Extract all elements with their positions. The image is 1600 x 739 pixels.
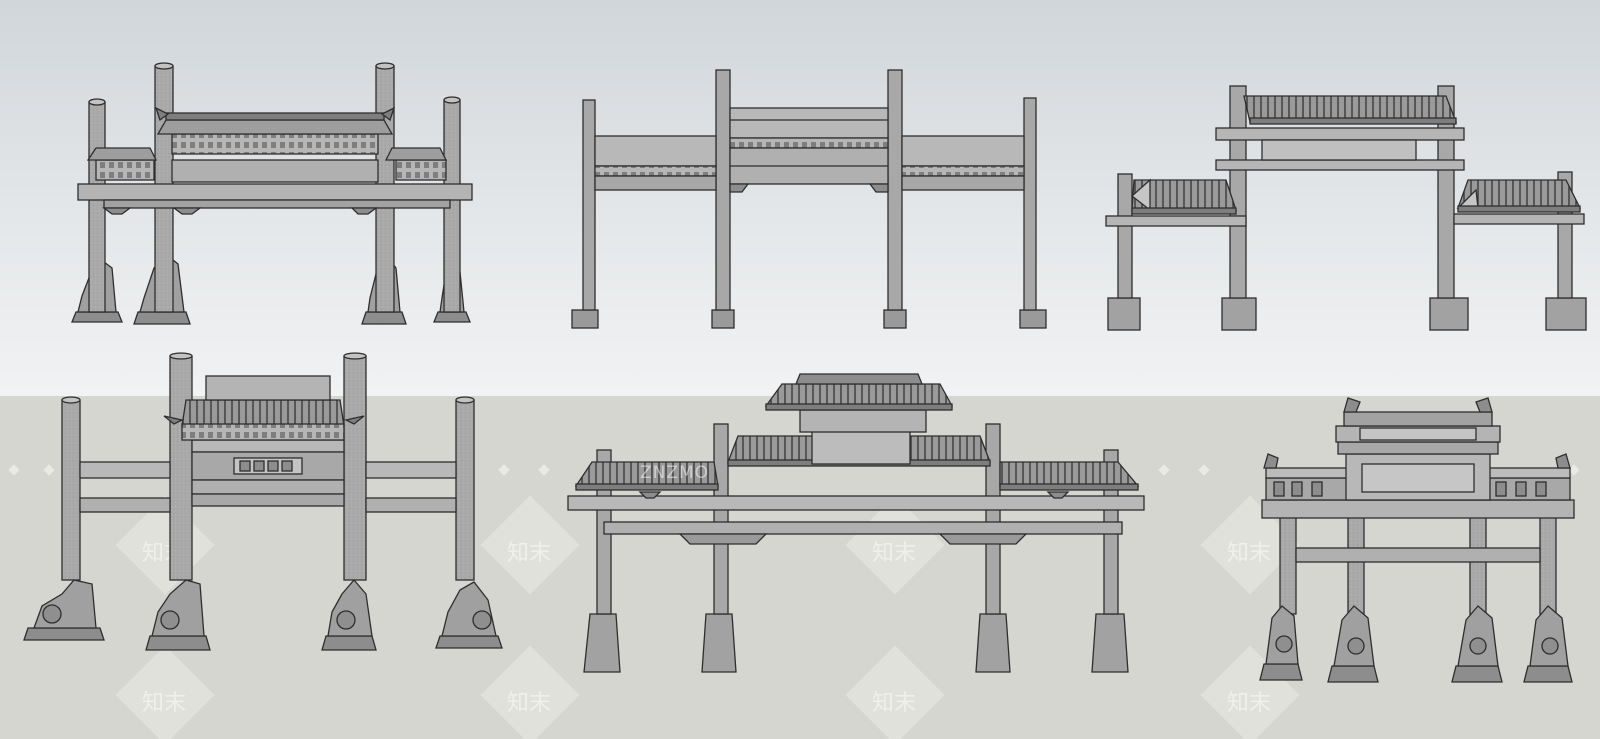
watermark-layer: 知末 知末 知末 知末 知末 知末: [8, 464, 1580, 739]
watermark-logo-text: 知末: [1227, 541, 1271, 566]
watermark-logo-text: 知末: [872, 691, 916, 716]
watermark-diamond: 知末: [845, 645, 945, 739]
paifang-stepped-tile-roof: [1105, 85, 1587, 331]
watermark-logo-text: 知末: [507, 691, 551, 716]
paifang-carved-stone: [1259, 397, 1575, 683]
paifang-four-pillar-three-roof: [71, 62, 473, 325]
paifang-grand-tiered-roof: [567, 373, 1145, 673]
watermark-logo-text: 知末: [1227, 691, 1271, 716]
watermark-logo-text: 知末: [507, 541, 551, 566]
watermark-diamond: 知末: [480, 495, 580, 595]
watermark-diamond: 知末: [845, 495, 945, 595]
watermark-logo-text: 知末: [142, 691, 186, 716]
watermark-logo-text: 知末: [872, 541, 916, 566]
paifang-stone-drum-base: [23, 352, 503, 651]
watermark-diamond: 知末: [480, 645, 580, 739]
paifang-four-pillar-flat-beam: [571, 69, 1047, 329]
watermark-diamond: 知末: [115, 645, 215, 739]
watermark-banner-text: ZNZMO: [640, 463, 709, 483]
